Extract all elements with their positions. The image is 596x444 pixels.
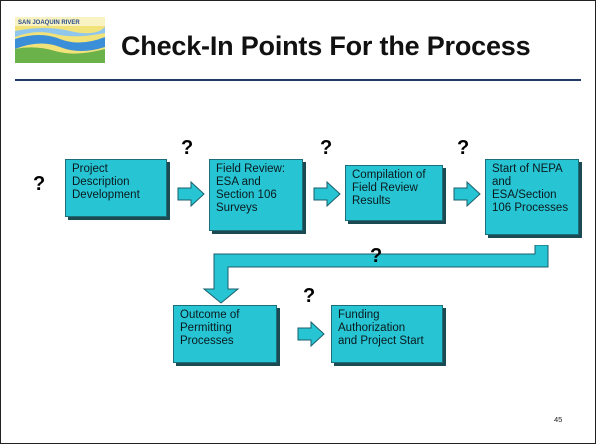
step-label: Compilation of Field Review Results — [352, 169, 426, 207]
logo-image: SAN JOAQUIN RIVER — [15, 17, 105, 63]
checkpoint-marker: ? — [303, 285, 316, 307]
checkpoint-marker: ? — [181, 137, 194, 159]
right-arrow-icon — [297, 321, 325, 347]
right-arrow-icon — [453, 181, 481, 207]
title-divider — [15, 79, 581, 81]
slide-title: Check-In Points For the Process — [121, 31, 531, 61]
checkpoint-marker: ? — [320, 137, 333, 159]
step-start-nepa: Start of NEPA and ESA/Section 106 Proces… — [485, 159, 579, 235]
step-label: Field Review: ESA and Section 106 Survey… — [216, 163, 286, 214]
right-arrow-icon — [313, 181, 341, 207]
step-label: Outcome of Permitting Processes — [180, 309, 240, 347]
checkpoint-marker: ? — [457, 137, 470, 159]
step-compilation-results: Compilation of Field Review Results — [345, 165, 443, 221]
right-arrow-icon — [177, 181, 205, 207]
step-label: Project Description Development — [72, 163, 140, 201]
step-funding-authorization: Funding Authorization and Project Start — [331, 305, 443, 363]
checkpoint-marker: ? — [370, 245, 383, 267]
step-field-review: Field Review: ESA and Section 106 Survey… — [209, 159, 303, 231]
step-project-description: Project Description Development — [65, 159, 167, 217]
page-number: 45 — [554, 415, 563, 424]
step-label: Start of NEPA and ESA/Section 106 Proces… — [492, 163, 569, 214]
step-permitting-outcome: Outcome of Permitting Processes — [173, 305, 277, 363]
return-arrow-icon — [202, 245, 549, 304]
checkpoint-marker: ? — [33, 173, 46, 195]
svg-text:SAN JOAQUIN RIVER: SAN JOAQUIN RIVER — [18, 20, 80, 26]
step-label: Funding Authorization and Project Start — [338, 309, 424, 347]
